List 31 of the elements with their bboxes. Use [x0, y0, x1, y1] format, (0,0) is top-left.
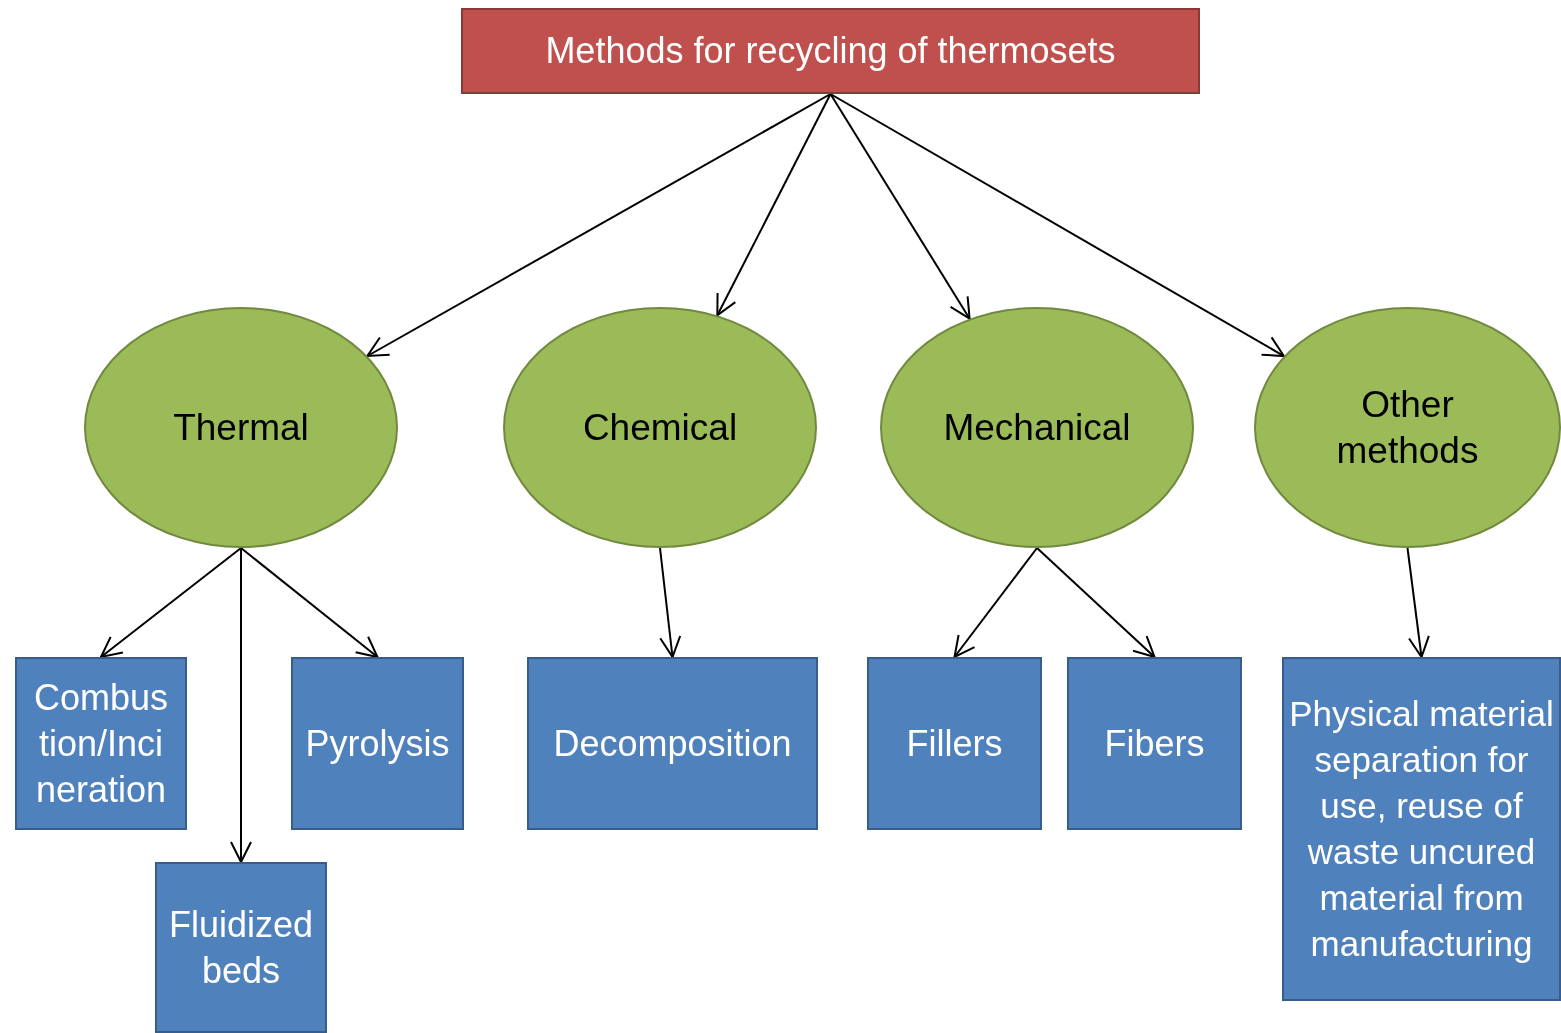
method-box: [155, 862, 327, 1033]
node-label: Methods for recycling of thermosets: [545, 30, 1116, 72]
arrow: [1406, 547, 1430, 658]
method-box: [15, 657, 187, 830]
arrow: [829, 93, 971, 320]
method-box: [527, 657, 818, 830]
arrow: [953, 547, 1038, 658]
node-label: Mechanical: [943, 405, 1131, 450]
method-box: [1067, 657, 1242, 830]
node-label: Physical material separation for use, reuse of waste uncured material from manufacturing: [1288, 693, 1555, 965]
node-label: Combustion/Incineration: [32, 675, 170, 812]
arrow: [230, 547, 252, 863]
method-box: [867, 657, 1042, 830]
arrow: [100, 547, 242, 658]
arrow: [240, 547, 379, 658]
arrow: [366, 93, 832, 357]
node-label: Decomposition: [553, 721, 792, 766]
method-box: [1282, 657, 1561, 1001]
method-box: [291, 657, 464, 830]
node-label: Other methods: [1335, 382, 1480, 473]
node-label: Chemical: [582, 405, 738, 450]
arrow: [716, 93, 832, 317]
title-box: [461, 8, 1200, 94]
arrow: [659, 547, 682, 658]
node-label: Pyrolysis: [305, 721, 450, 766]
node-label: Fillers: [906, 721, 1003, 766]
arrow: [1036, 547, 1156, 658]
node-label: Fluidized beds: [167, 902, 315, 993]
arrow: [829, 93, 1285, 358]
node-label: Fibers: [1104, 721, 1205, 766]
node-label: Thermal: [173, 405, 309, 450]
